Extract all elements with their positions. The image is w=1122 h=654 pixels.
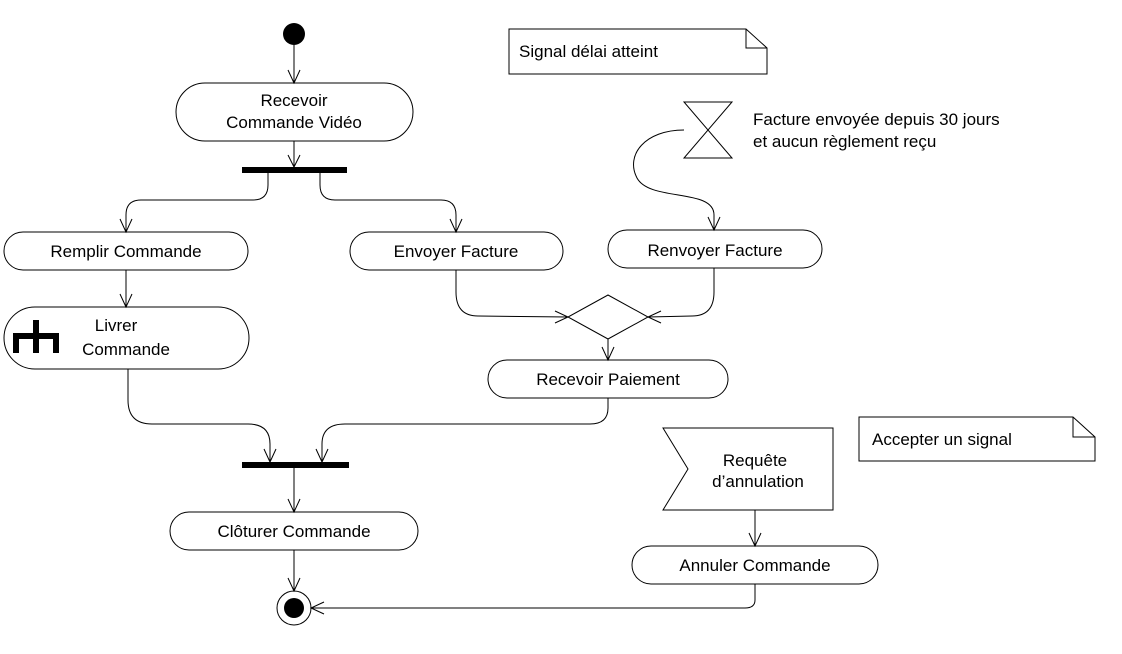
action-annuler-commande-label: Annuler Commande [679, 556, 830, 575]
note-accepter-signal-label: Accepter un signal [872, 430, 1012, 449]
action-recevoir-paiement-label: Recevoir Paiement [536, 370, 680, 389]
action-cloturer-commande-label: Clôturer Commande [217, 522, 370, 541]
hourglass-icon [682, 101, 734, 159]
flow-fork-to-envoyer [319, 173, 463, 234]
note-accepter-signal [858, 416, 1096, 462]
note-signal-delai-label: Signal délai atteint [519, 42, 658, 61]
action-renvoyer-facture[interactable] [607, 229, 823, 269]
subactivity-rake-icon [13, 320, 59, 353]
flow-remplir-to-livrer [119, 270, 133, 309]
flow-fork-to-remplir [119, 173, 269, 234]
flow-merge-to-recevoir-paiement [601, 339, 615, 362]
time-event-label-2: et aucun règlement reçu [753, 132, 936, 151]
flow-envoyer-to-merge [455, 270, 570, 324]
accept-signal-label-2: d’annulation [712, 472, 804, 491]
action-recevoir-commande-video-label-1: Recevoir [260, 91, 327, 110]
flow-timeevent-to-renvoyer [633, 129, 721, 232]
time-event-label-1: Facture envoyée depuis 30 jours [753, 110, 1000, 129]
initial-node [283, 23, 305, 45]
action-livrer-commande-label-2: Commande [82, 340, 170, 359]
action-renvoyer-facture-label: Renvoyer Facture [647, 241, 782, 260]
action-livrer-commande-label-1: Livrer [95, 316, 138, 335]
action-remplir-commande-label: Remplir Commande [50, 242, 201, 261]
note-signal-delai-fold [745, 29, 767, 49]
flow-cloturer-to-final [287, 550, 301, 593]
flow-accept-to-annuler [748, 510, 762, 548]
flow-initial-to-recevoir [287, 45, 301, 85]
accept-signal-requete-annulation [662, 427, 834, 511]
merge-diamond [566, 294, 650, 340]
join-bar [242, 462, 349, 468]
flow-paiement-to-join [315, 398, 609, 464]
flow-renvoyer-to-merge [646, 268, 715, 324]
flow-livrer-to-join [127, 369, 277, 464]
action-envoyer-facture-label: Envoyer Facture [394, 242, 519, 261]
accept-signal-label-1: Requête [723, 451, 787, 470]
action-recevoir-commande-video-label-2: Commande Vidéo [226, 113, 362, 132]
fork-bar [242, 167, 347, 173]
note-accepter-signal-fold [1072, 417, 1095, 438]
flow-join-to-cloturer [287, 468, 301, 514]
final-node-inner [284, 598, 304, 618]
flow-recevoir-to-fork [287, 141, 301, 169]
note-signal-delai [508, 28, 768, 75]
flow-annuler-to-final [309, 584, 756, 615]
